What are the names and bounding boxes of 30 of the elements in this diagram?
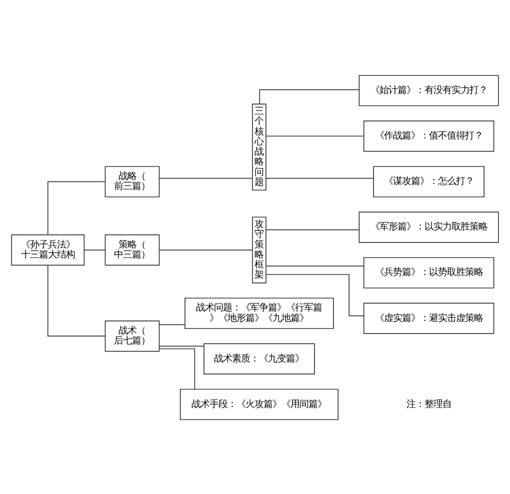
connector	[84, 249, 106, 250]
node-box: 《兵势篇》：以势取胜策略	[363, 256, 494, 288]
connector	[159, 249, 253, 250]
node-box: 战术（后七篇）	[104, 320, 160, 352]
connector	[266, 177, 374, 178]
node-box: 战术素质：《九变篇》	[204, 342, 315, 374]
node-box: 战略（前三篇）	[104, 166, 160, 197]
connector	[159, 348, 196, 390]
node-box: 《虚实篇》：避实击虚策略	[363, 302, 494, 334]
node-box: 三个核心战略问题	[252, 103, 266, 190]
connector	[266, 135, 364, 136]
label: 注：整理自	[406, 398, 452, 410]
connector	[47, 180, 106, 234]
node-box: 攻守策略框架	[252, 216, 266, 283]
node-box: 《始计篇》：有没有实力打？	[358, 74, 499, 106]
node-box: 《谋攻篇》：怎么打？	[373, 166, 484, 197]
node-box: 《作战篇》：值不值得打？	[363, 120, 494, 152]
connector	[266, 228, 360, 230]
node-box: 战术问题：《军争篇》《行军篇》《地形篇》《九地篇》	[184, 297, 334, 328]
connector	[159, 345, 204, 346]
connector	[266, 265, 364, 266]
node-box: 《孙子兵法》十三篇大结构	[11, 234, 85, 266]
node-box: 策略（中三篇）	[104, 234, 160, 266]
node-box: 战术手段：《火攻篇》《用间篇》	[180, 388, 339, 420]
connector	[266, 274, 364, 316]
connector	[47, 264, 106, 336]
connector	[259, 88, 360, 104]
connector	[159, 324, 186, 325]
node-box: 《军形篇》：以实力取胜策略	[358, 211, 499, 242]
connector	[159, 177, 253, 178]
